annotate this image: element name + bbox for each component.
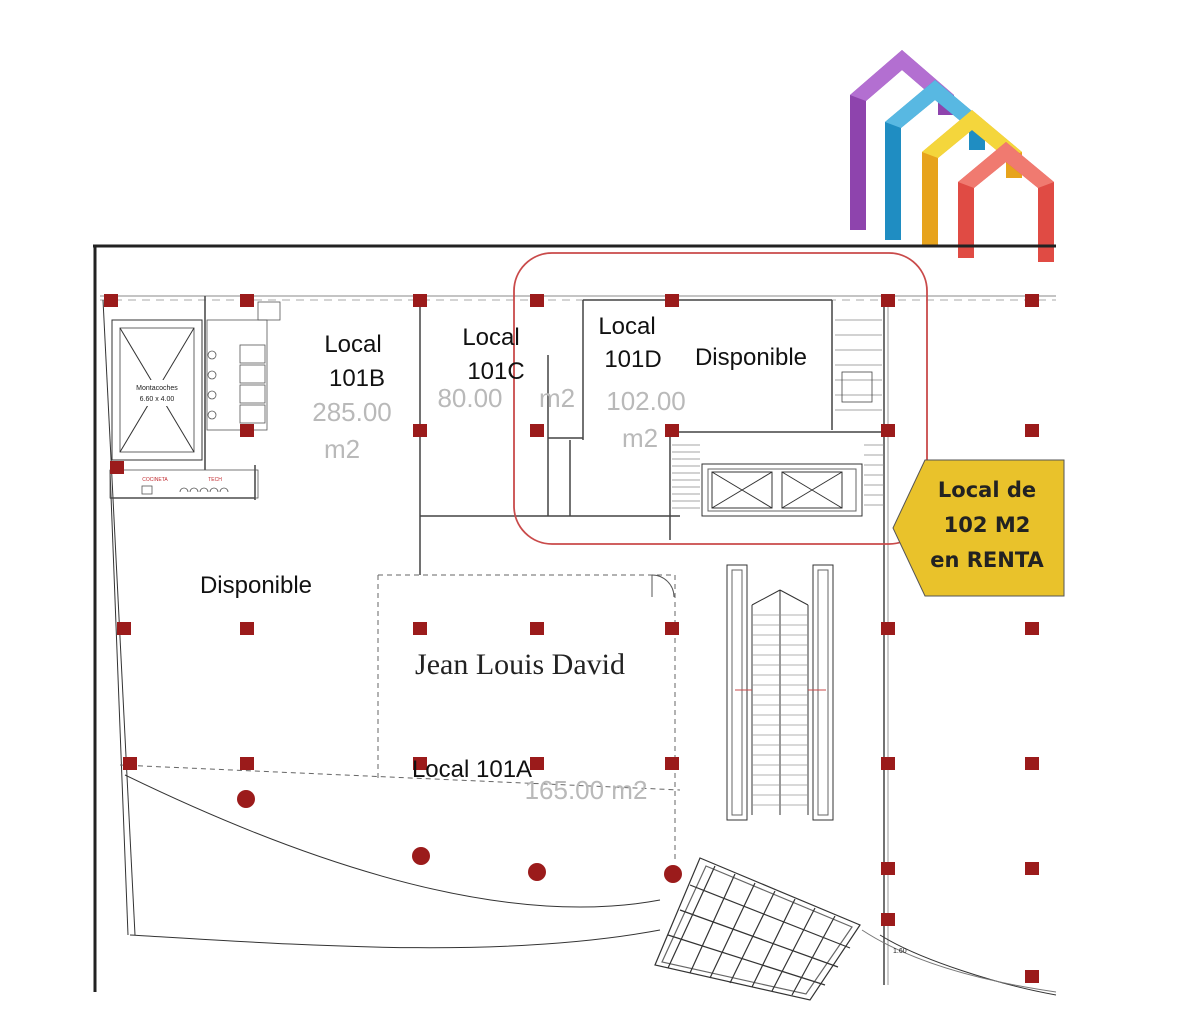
car-lift-label: Montacoches bbox=[136, 385, 178, 392]
local-101b-labels: Local 101B 285.00 m2 bbox=[312, 331, 392, 464]
local-101d-highlight[interactable] bbox=[513, 252, 928, 545]
local-101d-status: Disponible bbox=[695, 344, 807, 371]
local-101b-code: 101B bbox=[329, 365, 385, 392]
local-101d-area: 102.00 bbox=[606, 386, 686, 416]
facade-curves bbox=[124, 774, 1057, 996]
local-101c-unit: m2 bbox=[539, 383, 575, 413]
local-101b-area: 285.00 bbox=[312, 397, 392, 427]
local-101c-title: Local bbox=[462, 324, 519, 351]
local-101d-title: Local bbox=[598, 313, 655, 340]
local-101c-labels: Local 101C 80.00 m2 bbox=[437, 324, 575, 413]
house-arches-logo bbox=[850, 50, 1054, 262]
local-101d-labels: Local 101D Disponible 102.00 m2 bbox=[598, 313, 807, 453]
local-101d-unit: m2 bbox=[622, 423, 658, 453]
callout-line3: en RENTA bbox=[930, 548, 1044, 572]
tenant-jean-louis-david: Jean Louis David bbox=[415, 648, 625, 681]
callout-line2: 102 M2 bbox=[944, 513, 1031, 537]
stairs bbox=[672, 319, 884, 509]
rent-callout[interactable]: Local de 102 M2 en RENTA bbox=[892, 459, 1065, 597]
local-101a-label: Local 101A bbox=[412, 756, 532, 783]
car-lift-size: 6.60 x 4.00 bbox=[140, 396, 175, 403]
escalator bbox=[726, 564, 834, 821]
callout-line1: Local de bbox=[938, 478, 1036, 502]
tech-label: TECH bbox=[208, 477, 222, 483]
local-101a-area: 165.00 m2 bbox=[525, 775, 648, 805]
structural-columns bbox=[104, 294, 1039, 983]
local-101a-labels: Jean Louis David Local 101A 165.00 m2 bbox=[412, 648, 647, 805]
dimension-mark: 1.60 bbox=[893, 948, 907, 955]
local-101b-title: Local bbox=[324, 331, 381, 358]
local-101c-code: 101C bbox=[467, 358, 524, 385]
local-101c-area: 80.00 bbox=[437, 383, 502, 413]
restrooms bbox=[109, 301, 281, 499]
left-edges bbox=[102, 299, 136, 936]
skylight bbox=[654, 857, 861, 1001]
plan-frame bbox=[93, 244, 1056, 992]
door bbox=[651, 574, 675, 598]
unit-101a-outline bbox=[119, 574, 681, 860]
cocineta-fixtures bbox=[141, 485, 229, 495]
local-101d-code: 101D bbox=[604, 346, 661, 373]
elevators bbox=[701, 463, 863, 517]
local-101b-unit: m2 bbox=[324, 434, 360, 464]
left-area-status: Disponible bbox=[200, 572, 312, 599]
callout-arrow-shape bbox=[892, 459, 1065, 597]
cocineta-label: COCINETA bbox=[142, 477, 168, 483]
round-columns bbox=[237, 790, 682, 883]
